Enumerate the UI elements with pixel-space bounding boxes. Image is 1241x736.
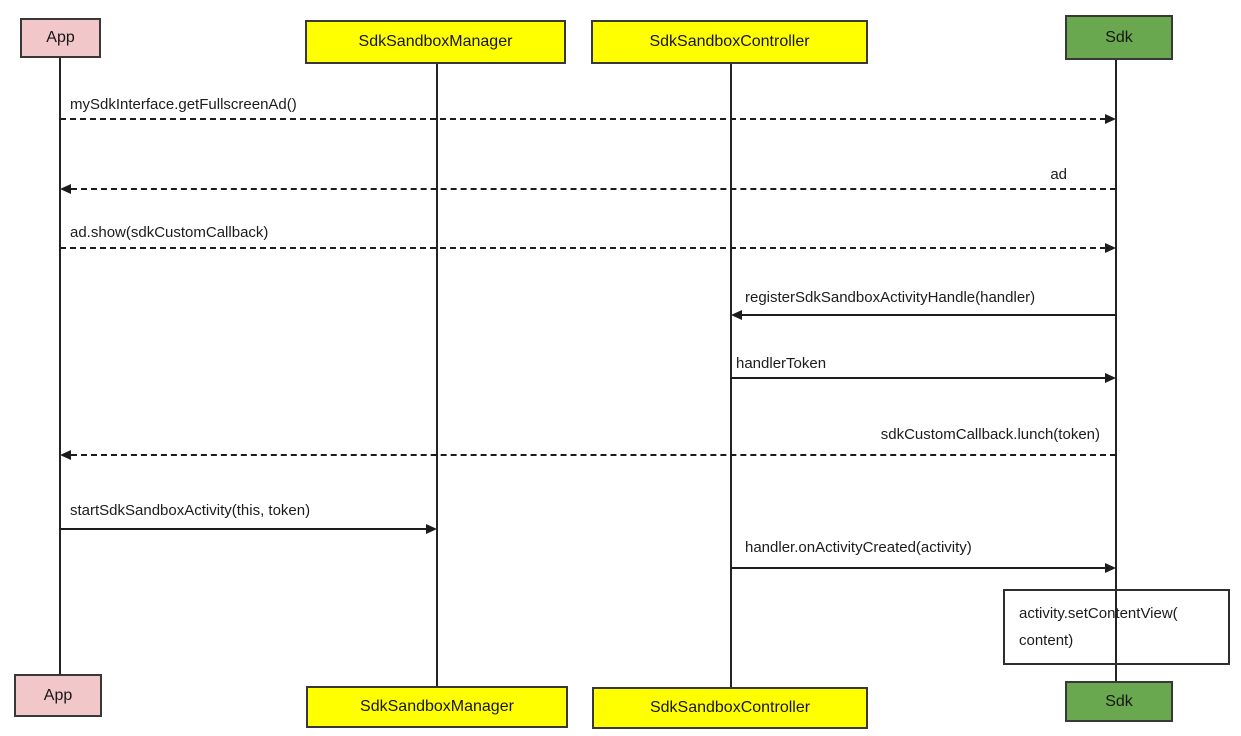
note-text-line2: content) (1019, 632, 1074, 649)
actor-label-manager: SdkSandboxManager (360, 698, 514, 715)
lifeline-controller (729, 64, 732, 687)
arrowhead-right-icon (1105, 373, 1116, 383)
message-label: startSdkSandboxActivity(this, token) (70, 502, 311, 519)
lifeline-manager (435, 64, 438, 686)
actor-label-sdk: Sdk (1105, 28, 1133, 46)
message-label: ad (1050, 166, 1067, 183)
actor-label-sdk: Sdk (1105, 692, 1133, 710)
message-line (71, 188, 1116, 190)
arrowhead-right-icon (426, 524, 437, 534)
arrowhead-right-icon (1105, 563, 1116, 573)
actor-label-app: App (43, 686, 73, 704)
arrowhead-right-icon (1105, 114, 1116, 124)
message-label: registerSdkSandboxActivityHandle(handler… (745, 289, 1036, 306)
actor-label-app: App (46, 29, 75, 46)
lifeline-sdk (1115, 60, 1117, 681)
message-label: handler.onActivityCreated(activity) (745, 539, 972, 556)
actor-box-app-top: App (20, 18, 101, 58)
message-line (731, 377, 1105, 379)
actor-label-controller: SdkSandboxController (649, 33, 810, 50)
note-box: activity.setContentView( content) (1003, 589, 1230, 665)
message-line (742, 314, 1116, 316)
actor-label-manager: SdkSandboxManager (358, 33, 513, 50)
message-line (731, 567, 1105, 569)
arrowhead-right-icon (1105, 243, 1116, 253)
message-line (60, 528, 426, 530)
arrowhead-left-icon (60, 184, 71, 194)
actor-box-manager-top: SdkSandboxManager (305, 20, 566, 64)
message-line (71, 454, 1116, 456)
actor-box-sdk-top: Sdk (1065, 15, 1173, 60)
note-text-line1: activity.setContentView( (1019, 605, 1178, 622)
arrowhead-left-icon (60, 450, 71, 460)
message-label: handlerToken (736, 355, 827, 372)
message-label: mySdkInterface.getFullscreenAd() (70, 96, 297, 113)
message-line (60, 247, 1106, 249)
actor-box-controller-bottom: SdkSandboxController (592, 687, 868, 729)
message-label: ad.show(sdkCustomCallback) (70, 224, 269, 241)
actor-box-app-bottom: App (14, 674, 102, 717)
actor-box-manager-bottom: SdkSandboxManager (306, 686, 568, 728)
message-label: sdkCustomCallback.lunch(token) (880, 426, 1100, 443)
arrowhead-left-icon (731, 310, 742, 320)
actor-box-controller-top: SdkSandboxController (591, 20, 868, 64)
message-line (60, 118, 1106, 120)
lifeline-app (58, 58, 61, 674)
actor-box-sdk-bottom: Sdk (1065, 681, 1173, 722)
actor-label-controller: SdkSandboxController (649, 699, 811, 716)
